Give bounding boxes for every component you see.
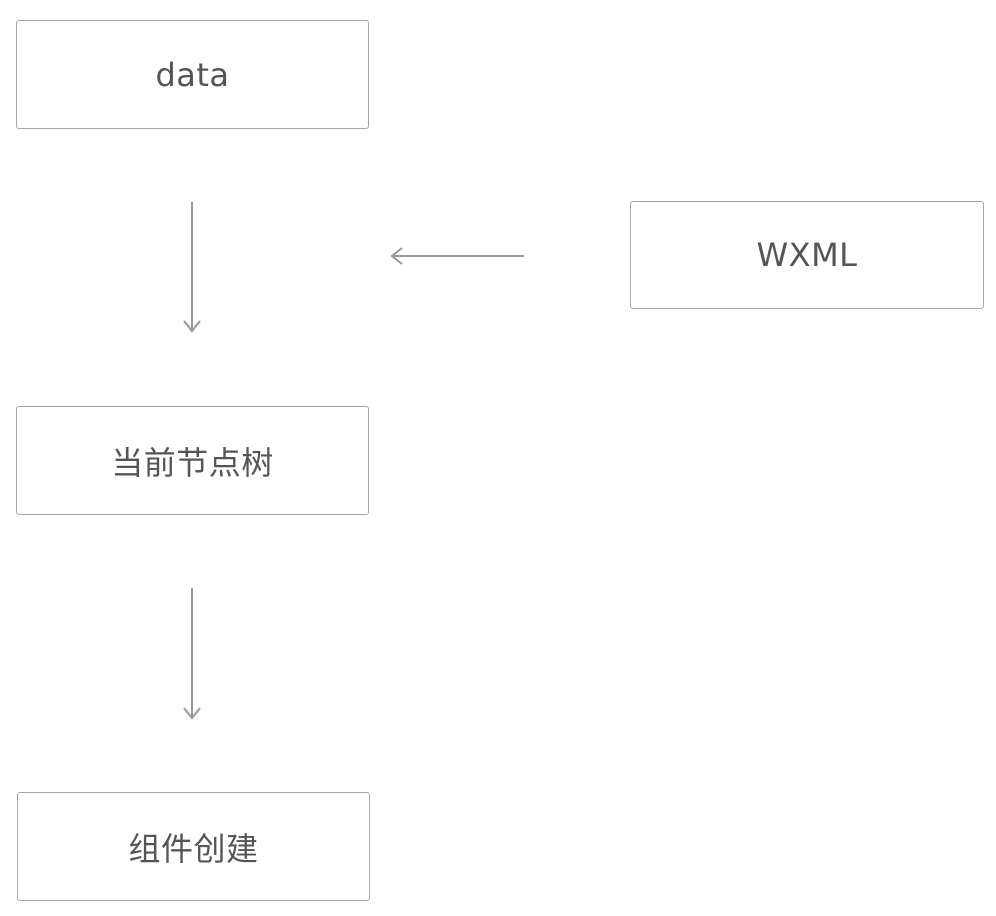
node-current-tree: 当前节点树 bbox=[16, 406, 369, 515]
node-component-create-label: 组件创建 bbox=[128, 829, 259, 868]
arrow-tree-to-create bbox=[183, 588, 201, 720]
node-data: data bbox=[16, 20, 369, 129]
node-wxml: WXML bbox=[630, 201, 984, 309]
node-current-tree-label: 当前节点树 bbox=[111, 443, 274, 482]
node-wxml-label: WXML bbox=[756, 236, 858, 274]
arrow-wxml-to-tree bbox=[390, 247, 524, 265]
node-data-label: data bbox=[155, 55, 230, 94]
arrow-data-to-tree bbox=[183, 202, 201, 333]
node-component-create: 组件创建 bbox=[17, 792, 370, 901]
